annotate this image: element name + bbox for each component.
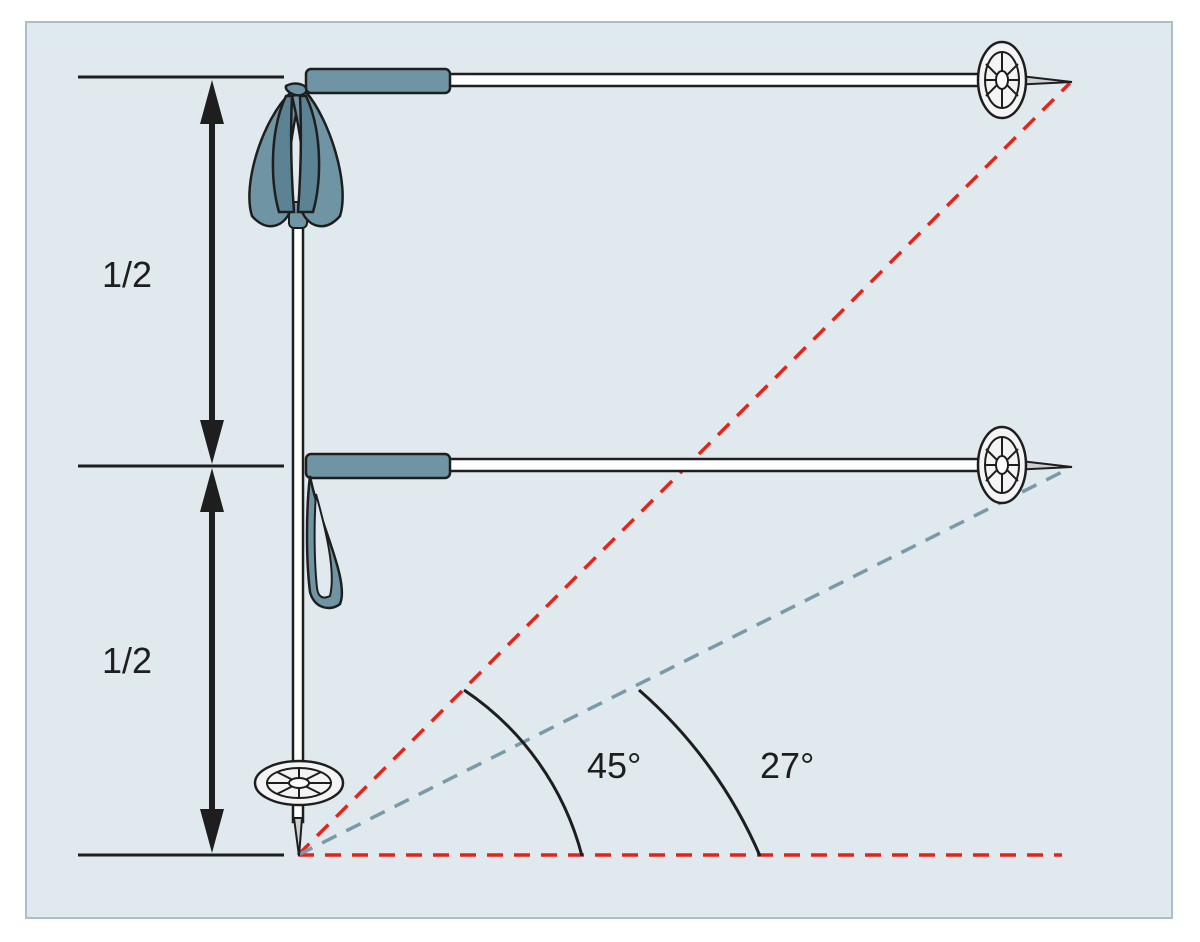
lower-fraction-label: 1/2: [102, 640, 152, 681]
angle-45-label: 45°: [587, 745, 641, 786]
middle-pole-shaft: [438, 457, 982, 473]
top-horizontal-ski-pole: [304, 40, 1073, 120]
strap-loops: [248, 82, 344, 228]
arrowhead-up: [200, 80, 224, 124]
top-pole-grip: [304, 67, 452, 95]
middle-horizontal-ski-pole: [304, 425, 1073, 610]
vertical-ski-pole: [248, 82, 345, 857]
upper-dimension-arrow: [200, 80, 224, 464]
arrowhead-down: [200, 420, 224, 464]
lower-dimension-arrow: [200, 468, 224, 853]
angle-arcs: [463, 688, 762, 857]
arc-27: [638, 688, 762, 857]
middle-pole-grip: [304, 452, 452, 480]
arrowhead-up: [200, 468, 224, 512]
blue-27-degree-line: [297, 470, 1063, 857]
vertical-pole-tip: [292, 817, 304, 857]
angle-27-label: 27°: [760, 745, 814, 786]
arc-45: [463, 688, 584, 857]
upper-fraction-label: 1/2: [102, 254, 152, 295]
arrowhead-down: [200, 809, 224, 853]
top-pole-shaft: [438, 72, 982, 88]
reference-lines: [78, 75, 284, 857]
vertical-pole-shaft: [291, 220, 305, 824]
